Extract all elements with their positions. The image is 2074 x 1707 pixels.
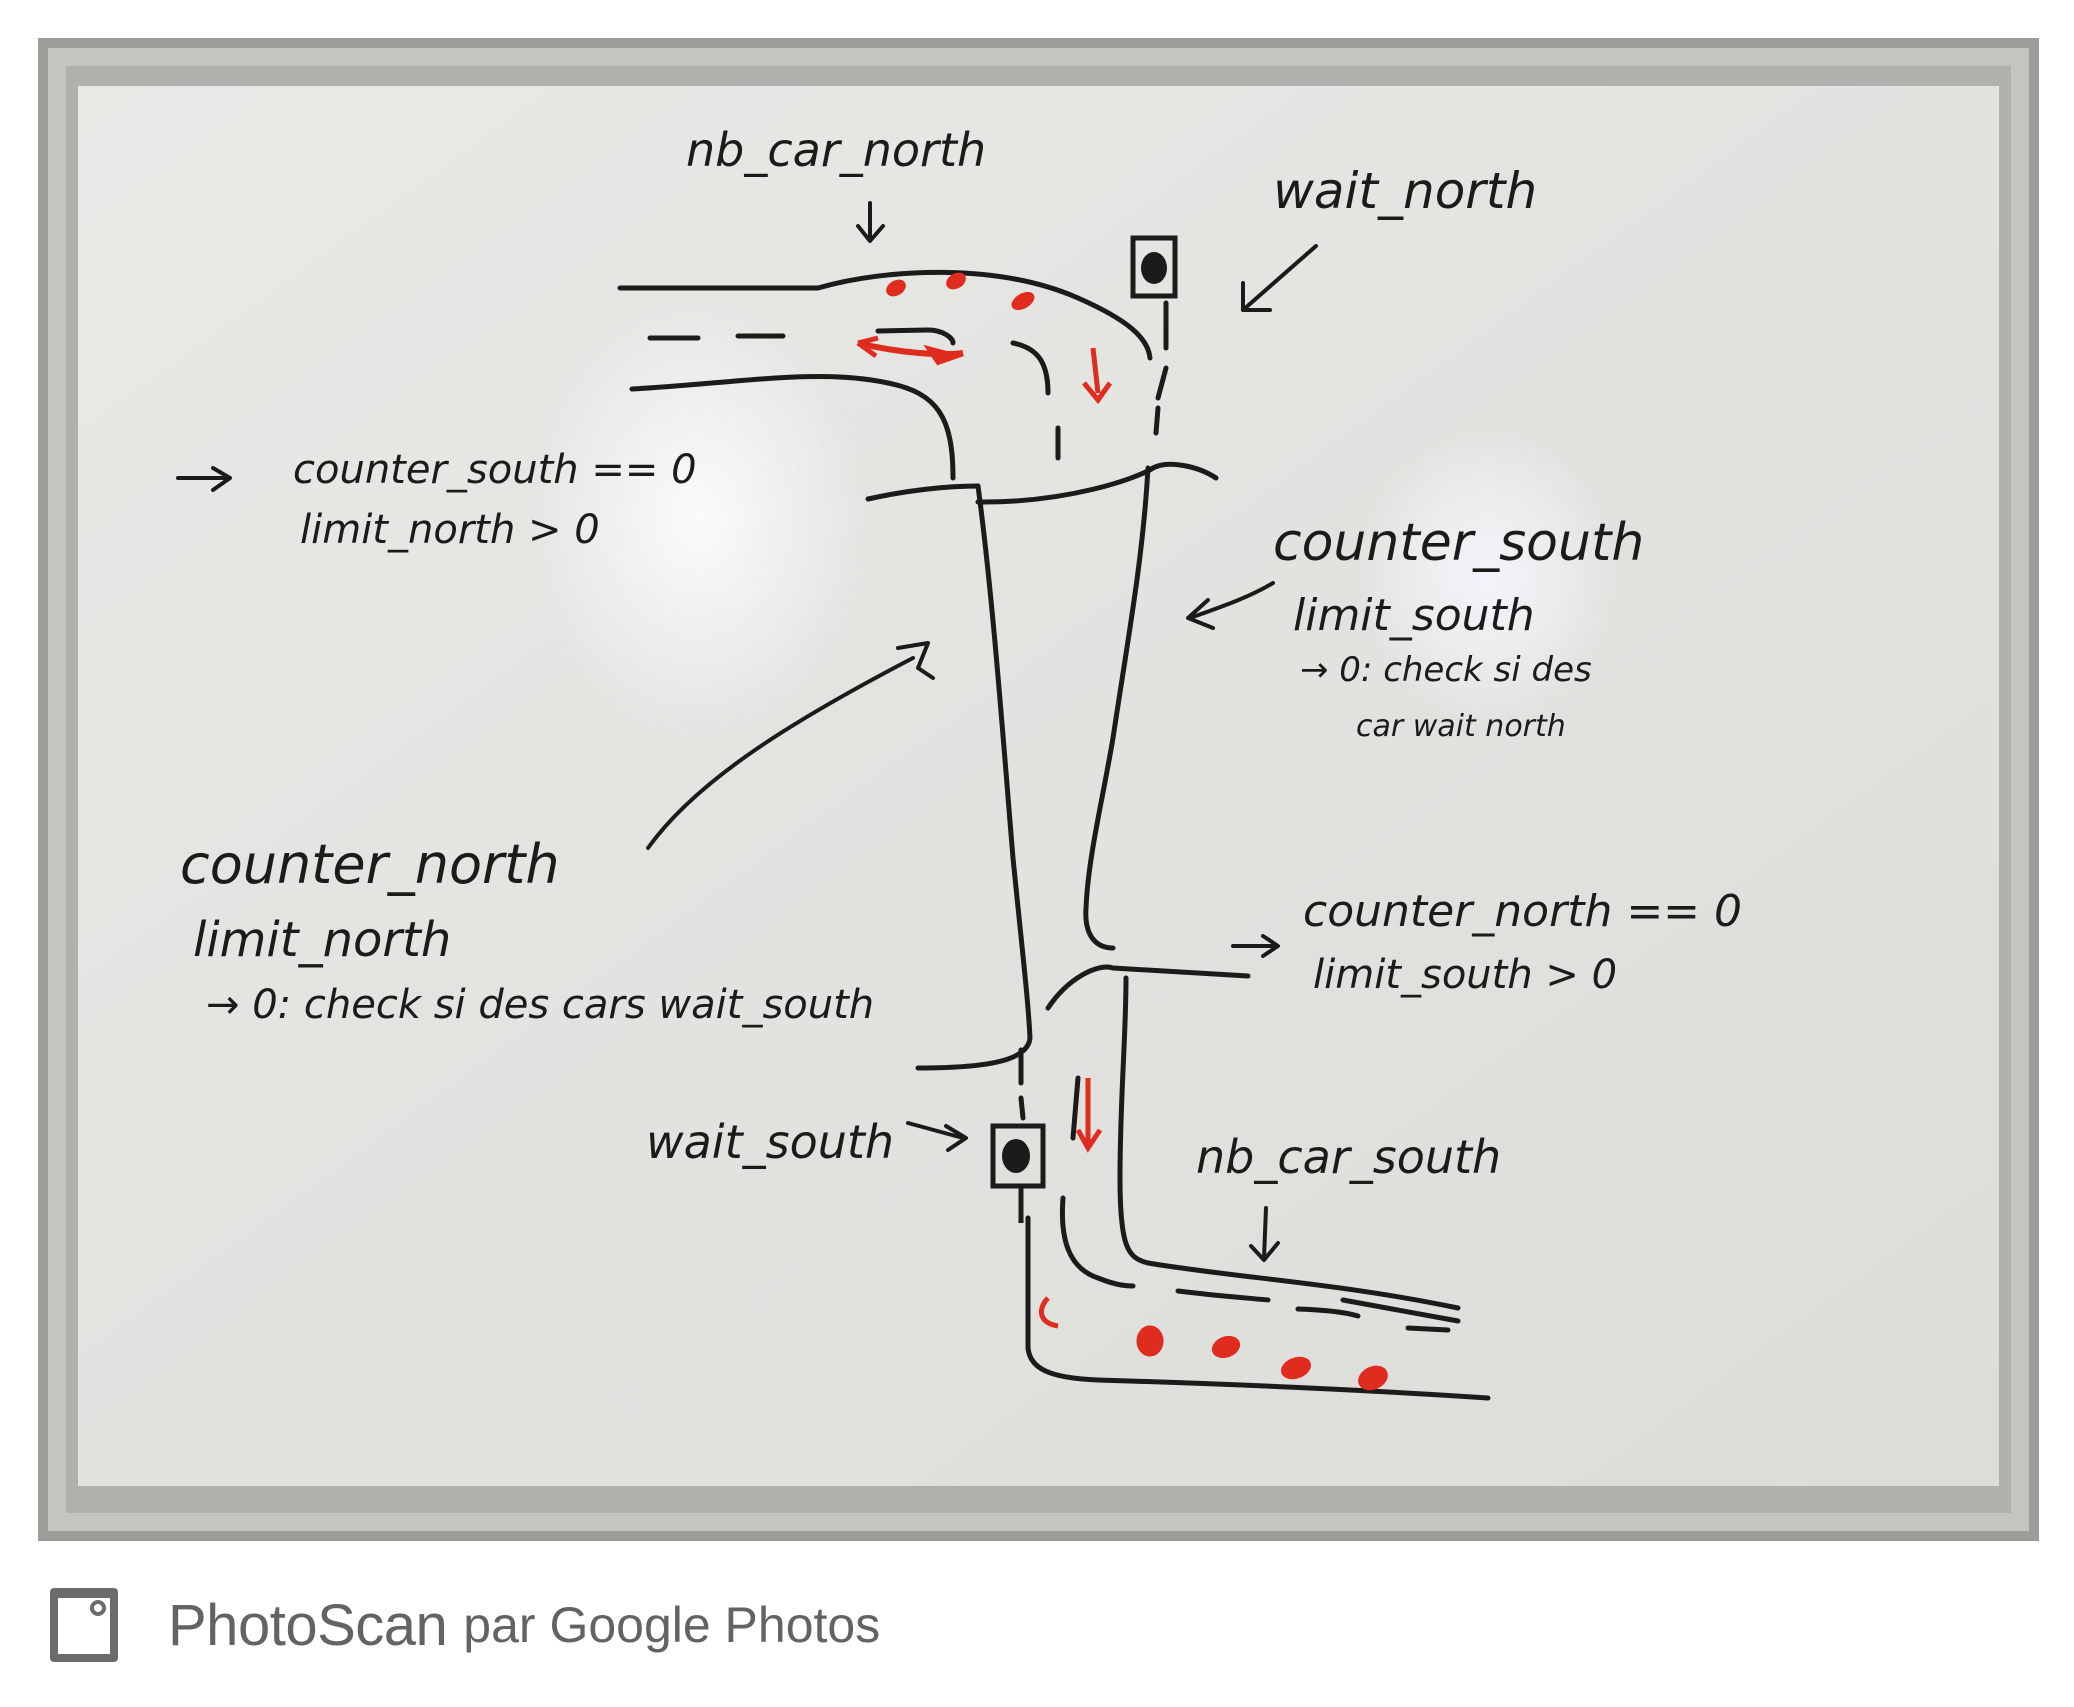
arrow-curve-icon <box>646 641 935 850</box>
label-wait-south: wait_south <box>646 1115 894 1169</box>
car-north-2 <box>946 272 966 290</box>
photoscan-watermark: PhotoScan par Google Photos <box>48 1585 1048 1665</box>
label-check-south: → 0: check si des cars wait_south <box>206 982 874 1028</box>
cars-and-flow <box>856 272 1388 1391</box>
label-counter-north: counter_north <box>180 833 560 896</box>
label-counter-south: counter_south <box>1273 513 1644 573</box>
car-south-4 <box>1358 1365 1388 1391</box>
south-road-bottom-edge <box>1025 1215 1491 1401</box>
whiteboard-photo: nb_car_north wait_north counter_south ==… <box>38 38 2039 1541</box>
watermark-suffix: par Google Photos <box>463 1597 881 1653</box>
label-limit-south-cond: limit_south > 0 <box>1313 952 1617 998</box>
arrow-right-icon <box>1231 934 1280 958</box>
arrow-right-icon <box>906 1121 968 1152</box>
flow-arrow-down-north <box>1082 347 1113 405</box>
label-counter-south-cond: counter_south == 0 <box>293 447 697 493</box>
car-north-3 <box>1011 291 1035 311</box>
south-road-top-edge <box>1117 975 1461 1311</box>
road-diagram <box>617 269 1491 1401</box>
arrow-diagonal-icon <box>1241 244 1318 312</box>
traffic-light-icon <box>1130 235 1178 299</box>
board-surface <box>78 86 1999 1486</box>
arrow-down-icon <box>1249 1206 1280 1262</box>
label-nb-car-north: nb_car_north <box>686 123 986 177</box>
photoscan-icon <box>50 1588 118 1662</box>
car-south-3 <box>1280 1356 1312 1380</box>
handwritten-labels: nb_car_north wait_north counter_south ==… <box>180 123 1742 1184</box>
car-south-2 <box>1211 1335 1241 1359</box>
watermark-brand: PhotoScan <box>168 1592 448 1658</box>
arrow-left-icon <box>1186 581 1275 630</box>
label-check-north-2: car wait north <box>1356 709 1566 744</box>
label-limit-north-cond: limit_north > 0 <box>300 507 600 553</box>
arrow-down-icon <box>856 201 885 243</box>
label-wait-north: wait_north <box>1273 162 1537 220</box>
label-limit-south: limit_south <box>1293 590 1535 641</box>
traffic-light-icon <box>990 1123 1046 1223</box>
north-road-centre-dashes <box>647 333 786 341</box>
bridge-right-edge <box>1083 465 1151 951</box>
pointer-arrows <box>176 201 1318 1262</box>
label-nb-car-south: nb_car_south <box>1196 1130 1501 1184</box>
car-north-1 <box>886 279 906 297</box>
label-counter-north-cond: counter_north == 0 <box>1303 886 1742 937</box>
whiteboard-drawing: nb_car_north wait_north counter_south ==… <box>38 38 2039 1541</box>
label-check-north: → 0: check si des <box>1300 650 1592 690</box>
flow-arrow-down-south <box>1075 1078 1103 1153</box>
car-south-1 <box>1136 1325 1164 1357</box>
north-road-bottom-edge <box>629 374 956 481</box>
label-limit-north: limit_north <box>193 912 451 968</box>
flow-arrow-south-turn <box>1039 1296 1059 1329</box>
north-road-top-edge <box>617 269 1153 361</box>
arrow-right-icon <box>176 466 232 492</box>
bridge-left-edge <box>915 483 1033 1071</box>
